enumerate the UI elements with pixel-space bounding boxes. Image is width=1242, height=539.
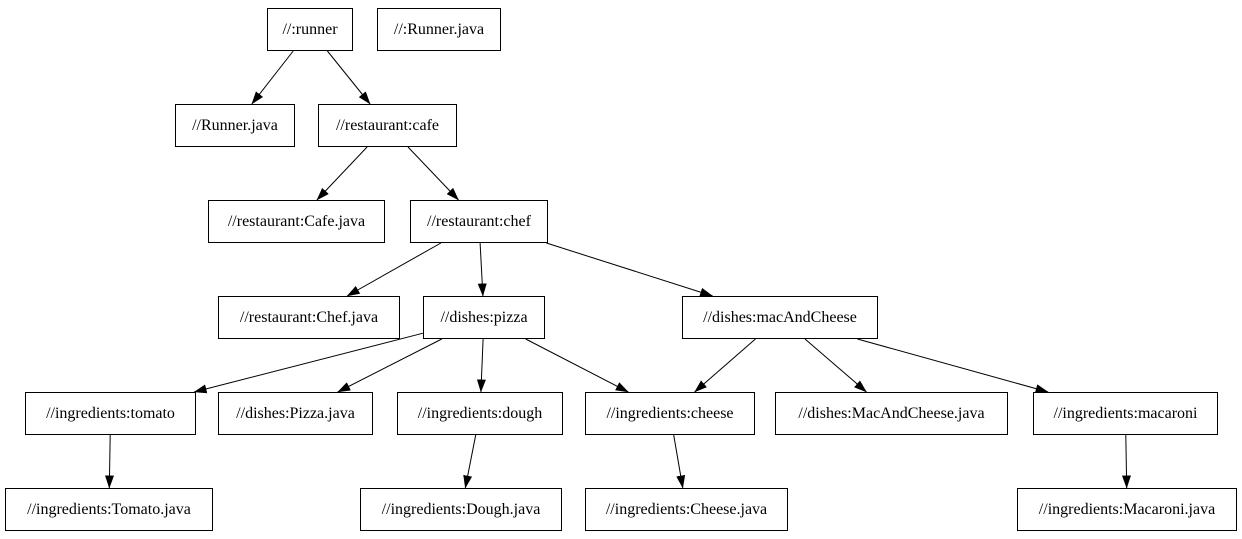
edge-mac-and-cheese-to-cheese xyxy=(694,338,756,393)
graph-node-cheese: //ingredients:cheese xyxy=(585,392,755,435)
edge-runner-to-runner-java xyxy=(251,50,294,105)
graph-node-mac-and-cheese-java: //dishes:MacAndCheese.java xyxy=(775,392,1008,435)
graph-node-runner-java: //Runner.java xyxy=(175,104,295,147)
graph-node-label: //ingredients:Tomato.java xyxy=(27,500,191,518)
graph-node-pizza-java: //dishes:Pizza.java xyxy=(218,392,373,435)
graph-node-label: //:Runner.java xyxy=(393,20,485,38)
graph-node-mac-and-cheese: //dishes:macAndCheese xyxy=(682,296,878,339)
graph-node-label: //ingredients:dough xyxy=(417,404,543,422)
graph-node-cafe-java: //restaurant:Cafe.java xyxy=(208,200,385,243)
graph-node-label: //restaurant:chef xyxy=(427,212,531,230)
edge-chef-to-chef-java xyxy=(346,242,442,297)
graph-node-label: //ingredients:cheese xyxy=(606,404,734,422)
graph-node-label: //ingredients:Dough.java xyxy=(381,500,541,518)
edge-tomato-to-tomato-java xyxy=(105,434,115,489)
graph-node-pizza: //dishes:pizza xyxy=(423,296,545,339)
edge-cafe-to-chef xyxy=(407,146,459,201)
graph-node-label: //ingredients:Cheese.java xyxy=(605,500,768,518)
graph-node-label: //ingredients:tomato xyxy=(46,404,175,422)
edge-chef-to-pizza xyxy=(477,242,487,297)
graph-node-label: //ingredients:Macaroni.java xyxy=(1038,500,1216,518)
graph-node-dough-java: //ingredients:Dough.java xyxy=(360,488,562,531)
graph-node-tomato: //ingredients:tomato xyxy=(25,392,196,435)
graph-node-label: //restaurant:cafe xyxy=(335,116,440,134)
graph-node-dough: //ingredients:dough xyxy=(397,392,563,435)
graph-node-cafe: //restaurant:cafe xyxy=(318,104,457,147)
graph-node-label: //dishes:pizza xyxy=(440,308,528,326)
graph-node-label: //ingredients:macaroni xyxy=(1053,404,1198,422)
graph-node-label: //restaurant:Cafe.java xyxy=(227,212,366,230)
graph-node-label: //dishes:MacAndCheese.java xyxy=(798,404,985,422)
graph-node-macaroni-java: //ingredients:Macaroni.java xyxy=(1017,488,1237,531)
graph-node-runner-java-file: //:Runner.java xyxy=(377,8,501,51)
graph-node-label: //dishes:macAndCheese xyxy=(703,308,857,326)
edge-pizza-to-cheese xyxy=(525,338,629,393)
graph-node-label: //dishes:Pizza.java xyxy=(236,404,355,422)
graph-node-tomato-java: //ingredients:Tomato.java xyxy=(5,488,213,531)
graph-node-runner: //:runner xyxy=(267,8,353,51)
graph-node-chef-java: //restaurant:Chef.java xyxy=(218,296,400,339)
edge-dough-to-dough-java xyxy=(463,434,477,489)
graph-node-chef: //restaurant:chef xyxy=(410,200,548,243)
graph-node-macaroni: //ingredients:macaroni xyxy=(1033,392,1218,435)
edge-cafe-to-cafe-java xyxy=(316,146,368,201)
edge-mac-and-cheese-to-macaroni xyxy=(857,338,1049,393)
graph-node-cheese-java: //ingredients:Cheese.java xyxy=(585,488,788,531)
graph-node-label: //restaurant:Chef.java xyxy=(239,308,379,326)
edge-macaroni-to-macaroni-java xyxy=(1121,434,1131,489)
graph-node-label: //Runner.java xyxy=(192,116,278,134)
edge-pizza-to-dough xyxy=(476,338,486,393)
edge-chef-to-mac-and-cheese xyxy=(546,242,714,297)
edge-runner-to-cafe xyxy=(327,50,371,105)
graph-node-label: //:runner xyxy=(282,20,338,38)
edge-cheese-to-cheese-java xyxy=(673,434,686,489)
edge-mac-and-cheese-to-mac-and-cheese-java xyxy=(804,338,867,393)
edge-pizza-to-tomato xyxy=(193,332,424,394)
edge-pizza-to-pizza-java xyxy=(337,338,443,393)
